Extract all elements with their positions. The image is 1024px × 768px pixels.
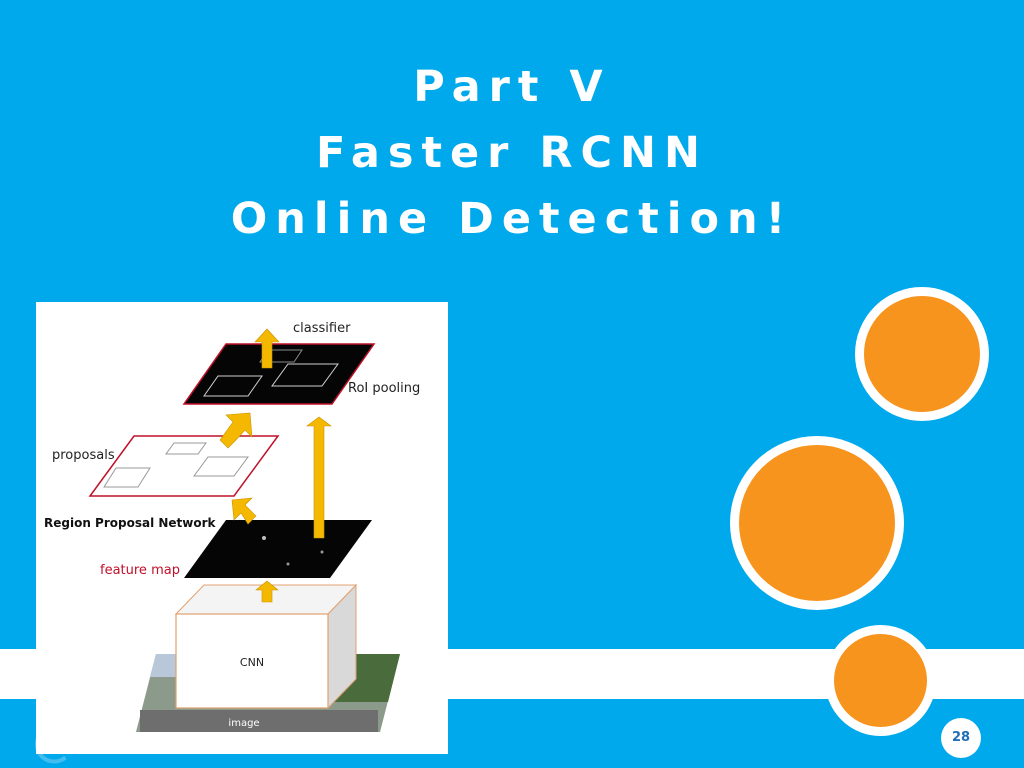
feature-spot-3 <box>286 562 290 566</box>
diagram-svg: CNN image <box>44 321 420 732</box>
roi-box-2 <box>271 363 339 387</box>
roi-box-1 <box>203 375 263 397</box>
proposals-to-roi-arrow <box>219 412 253 449</box>
title-line-2: Faster RCNN <box>315 128 708 178</box>
slide-title: Part V Faster RCNN Online Detection! <box>0 54 1024 252</box>
feature-spot-2 <box>320 550 324 554</box>
cnn-label: CNN <box>240 656 264 669</box>
classifier-label: classifier <box>293 321 351 336</box>
slide-decoration-circle-icon <box>825 625 936 736</box>
feature-map-label: feature map <box>100 563 180 578</box>
slide-decoration-circle-icon <box>730 436 904 610</box>
page-number-badge: 28 <box>941 718 981 758</box>
rpn-label: Region Proposal Network <box>44 516 217 530</box>
feature-to-roi-arrow <box>306 416 332 539</box>
title-line-3: Online Detection! <box>230 194 794 244</box>
image-road <box>140 710 378 732</box>
classifier-arrow <box>254 328 280 369</box>
title-line-1: Part V <box>413 62 611 112</box>
feature-spot-1 <box>262 536 266 540</box>
proposal-box-3 <box>103 467 151 488</box>
feature-to-rpn-arrow <box>231 497 257 525</box>
roi-pooling-plane <box>182 343 376 405</box>
proposal-box-2 <box>193 456 249 477</box>
feature-map-plane <box>184 520 372 578</box>
proposals-label: proposals <box>52 448 115 463</box>
cnn-to-feature-arrow <box>255 580 279 603</box>
image-label: image <box>228 718 259 729</box>
proposal-box-1 <box>165 442 207 455</box>
roi-pooling-label: RoI pooling <box>348 381 420 396</box>
slide-decoration-circle-icon <box>855 287 989 421</box>
faster-rcnn-diagram: CNN image <box>36 302 448 754</box>
cnn-box-front <box>175 613 329 709</box>
